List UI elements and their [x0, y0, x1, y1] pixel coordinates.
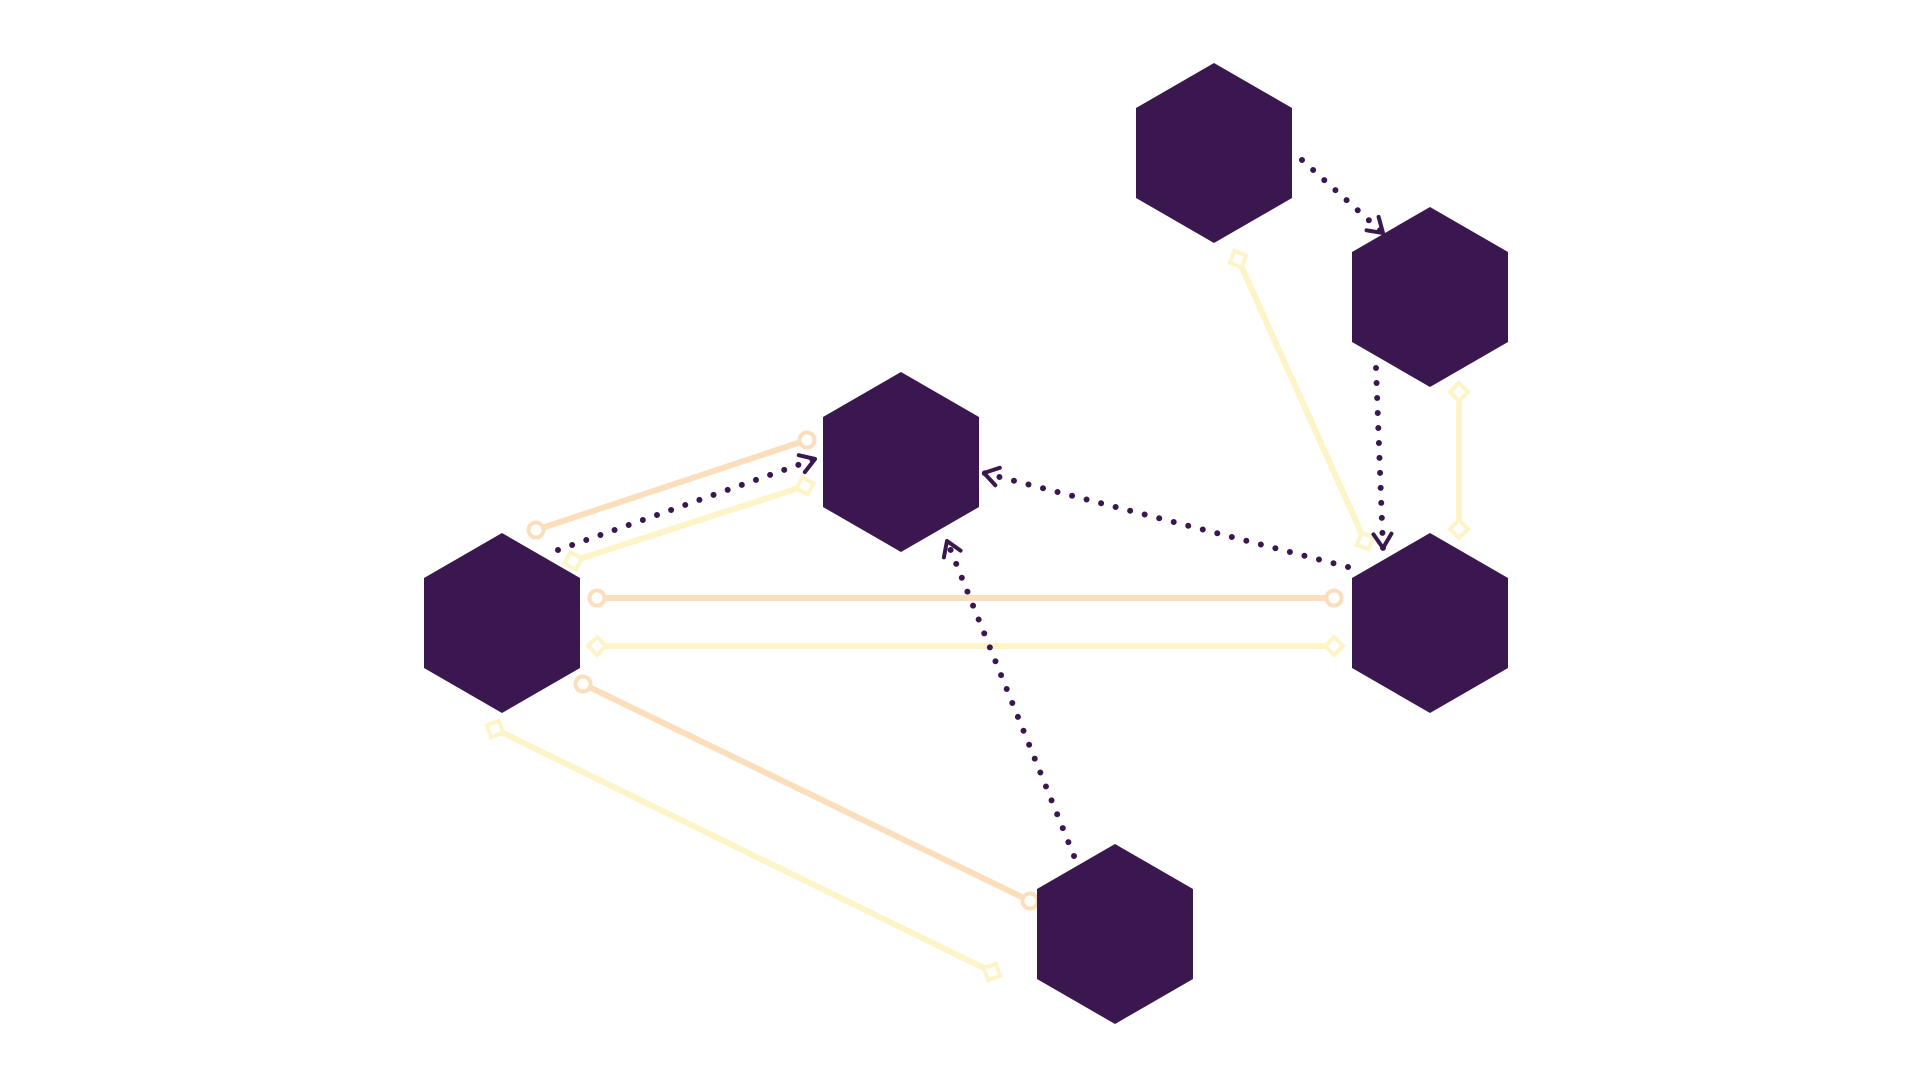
arrow-edge-n1-n2: [1299, 157, 1386, 236]
arrow-edge-n2-n5: [1371, 365, 1394, 551]
edge-n1-n5-cream: [1227, 248, 1376, 552]
node-hexagon-n3[interactable]: [823, 372, 979, 552]
edge-n4-n6-peach: [573, 674, 1040, 911]
arrow-edge-n6-n3: [941, 538, 1077, 859]
edge-n4-n6-cream: [484, 718, 1003, 983]
node-hexagon-n2[interactable]: [1352, 207, 1508, 387]
node-hexagon-n5[interactable]: [1352, 533, 1508, 713]
arrow-edge-n4-n3: [555, 453, 818, 553]
edge-n4-n3-peach: [526, 430, 817, 540]
node-hexagon-n6[interactable]: [1037, 844, 1193, 1024]
edge-n4-n3-cream: [561, 474, 817, 573]
arrow-edge-n5-n3: [981, 465, 1351, 570]
node-hexagon-n4[interactable]: [424, 533, 580, 713]
node-hexagon-n1[interactable]: [1136, 63, 1292, 243]
